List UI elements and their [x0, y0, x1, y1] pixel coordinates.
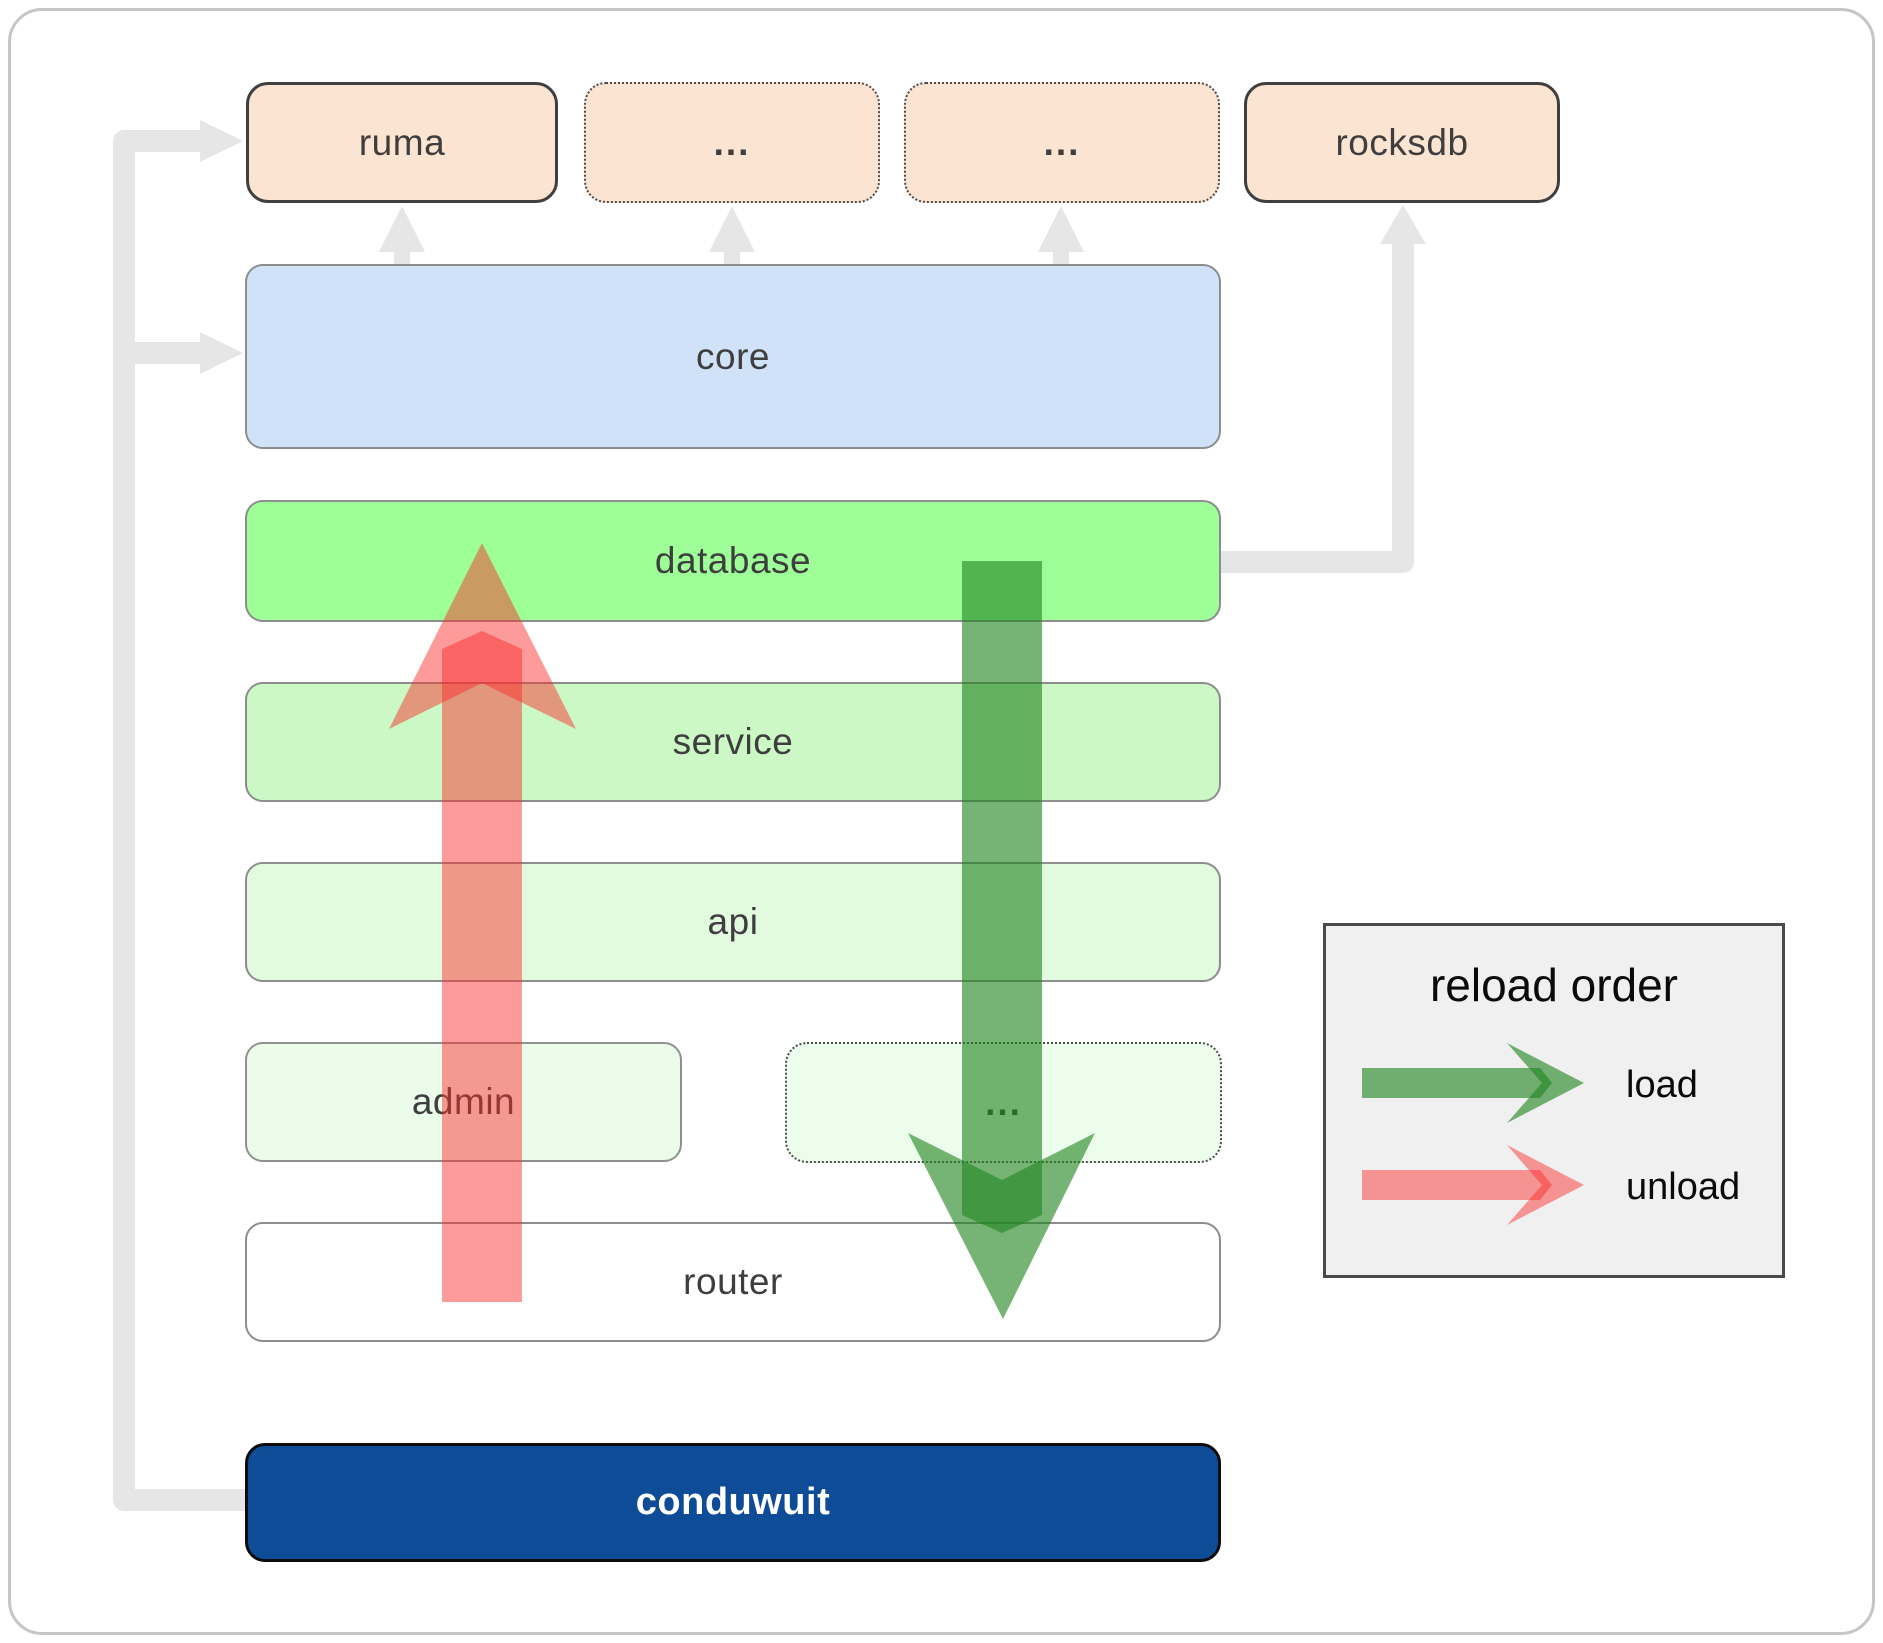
- node-router: router: [245, 1222, 1221, 1342]
- node-conduwuit: conduwuit: [245, 1443, 1221, 1562]
- core-to-ruma-arrow-icon: [379, 206, 425, 252]
- node-admin: admin: [245, 1042, 682, 1162]
- node-database-label: database: [654, 540, 812, 581]
- node-ruma-label: ruma: [358, 121, 446, 163]
- node-admin-label: admin: [411, 1081, 516, 1122]
- node-ellipsis-mid-label: ...: [985, 1081, 1022, 1123]
- legend-load-arrow-icon: [1362, 1043, 1584, 1123]
- legend-reload-order: reload order load unload: [1323, 923, 1785, 1278]
- node-conduwuit-label: conduwuit: [635, 1481, 831, 1523]
- node-core-label: core: [696, 335, 770, 377]
- node-ellipsis-mid: ...: [785, 1042, 1222, 1163]
- core-to-ellipsis2-arrow-icon: [1038, 206, 1084, 252]
- node-service-label: service: [672, 721, 794, 762]
- connector-arrow-into-core-icon: [200, 332, 243, 374]
- connector-arrow-into-ruma-icon: [200, 120, 243, 162]
- node-ellipsis-top-2: ...: [904, 82, 1220, 203]
- connector-conduwuit-to-ruma: [113, 130, 245, 1511]
- legend-unload-arrow-icon: [1362, 1145, 1584, 1225]
- core-to-ellipsis1-arrow-icon: [709, 206, 755, 252]
- node-rocksdb: rocksdb: [1244, 82, 1560, 203]
- node-router-label: router: [683, 1261, 783, 1302]
- node-ellipsis-top-2-label: ...: [1043, 121, 1081, 163]
- node-service: service: [245, 682, 1221, 802]
- node-ellipsis-top-1: ...: [584, 82, 880, 203]
- node-ellipsis-top-1-label: ...: [713, 121, 751, 163]
- node-rocksdb-label: rocksdb: [1335, 121, 1469, 163]
- node-core: core: [245, 264, 1221, 449]
- connector-arrow-into-rocksdb-icon: [1380, 205, 1426, 244]
- node-api-label: api: [707, 901, 759, 942]
- node-api: api: [245, 862, 1221, 982]
- outer-border: [8, 8, 1875, 1635]
- node-ruma: ruma: [246, 82, 558, 203]
- connector-database-to-rocksdb: [1219, 240, 1414, 573]
- legend-title: reload order: [1429, 959, 1679, 1011]
- legend-unload-label: unload: [1626, 1166, 1741, 1208]
- node-database: database: [245, 500, 1221, 622]
- legend-load-label: load: [1626, 1064, 1698, 1106]
